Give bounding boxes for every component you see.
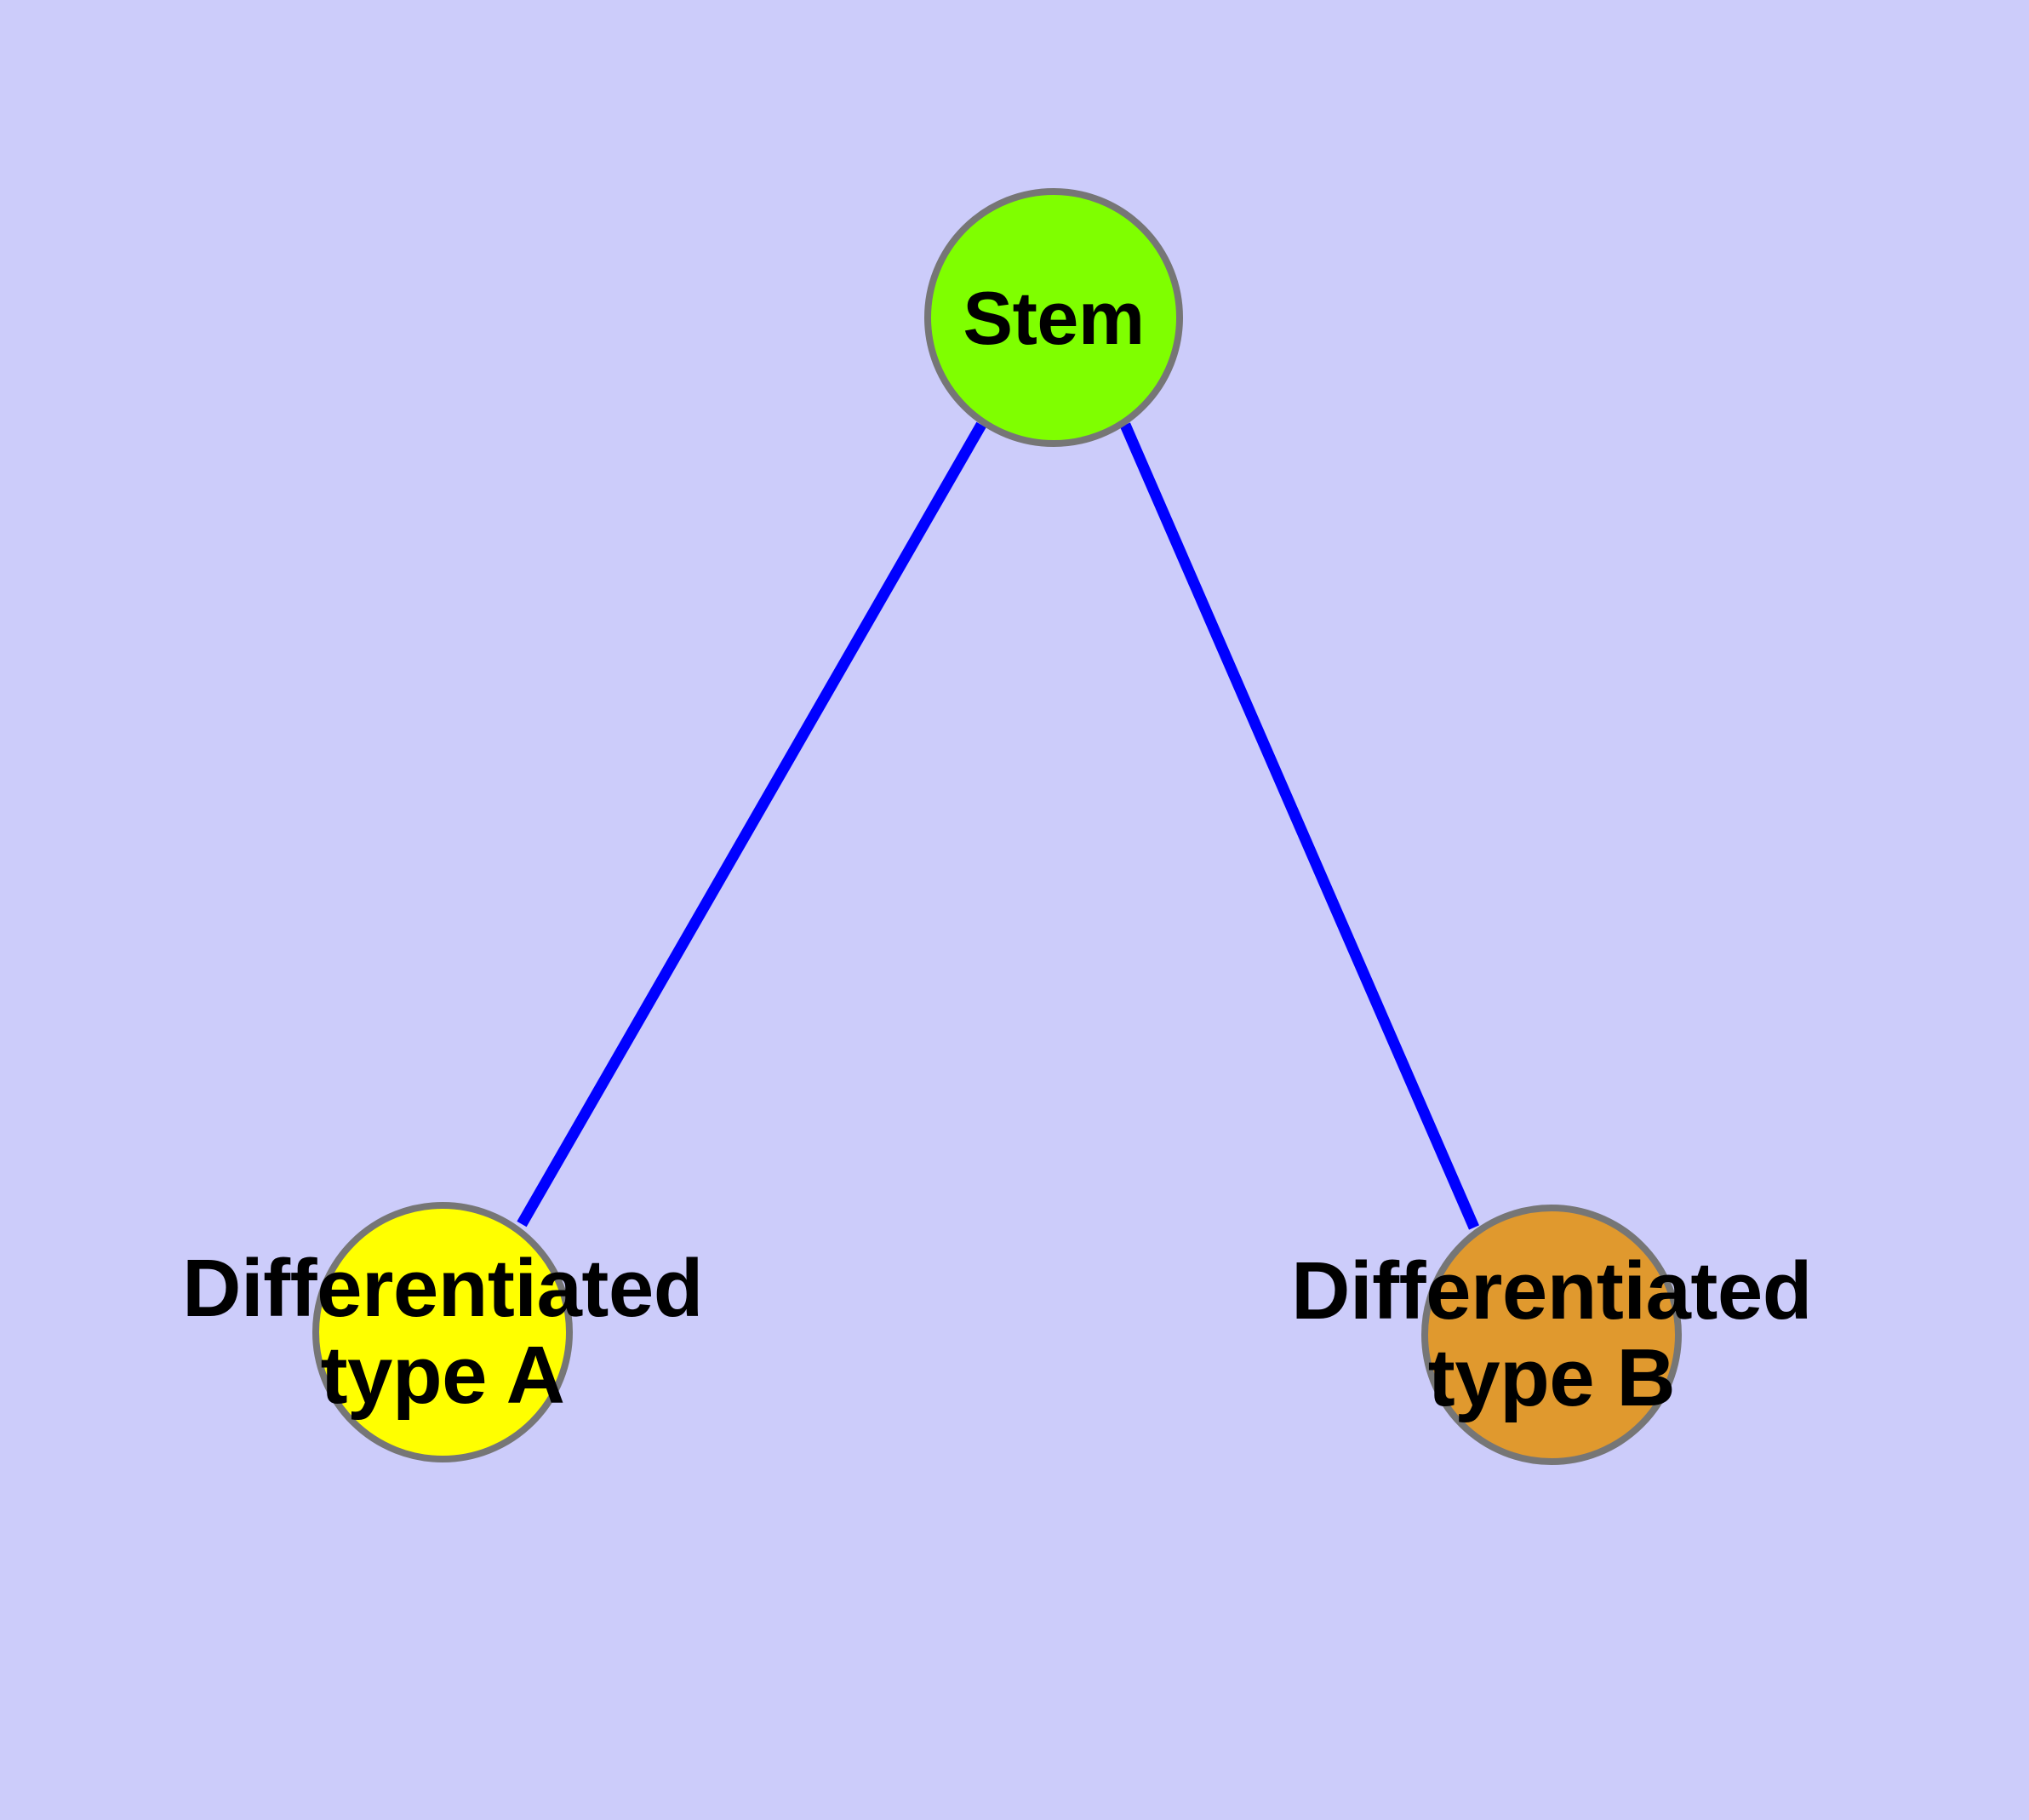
node-label-differentiated-type-b: Differentiated type B [1291, 1245, 1812, 1423]
node-differentiated-type-a[interactable] [312, 1202, 573, 1462]
edge-stem-to-differentiated-type-a [517, 421, 986, 1228]
node-label-stem: Stem [963, 275, 1145, 360]
node-label-differentiated-type-a: Differentiated type A [182, 1243, 703, 1421]
node-stem[interactable] [924, 188, 1183, 447]
node-differentiated-type-b[interactable] [1421, 1205, 1682, 1465]
edge-stem-to-differentiated-type-b [1120, 422, 1479, 1230]
